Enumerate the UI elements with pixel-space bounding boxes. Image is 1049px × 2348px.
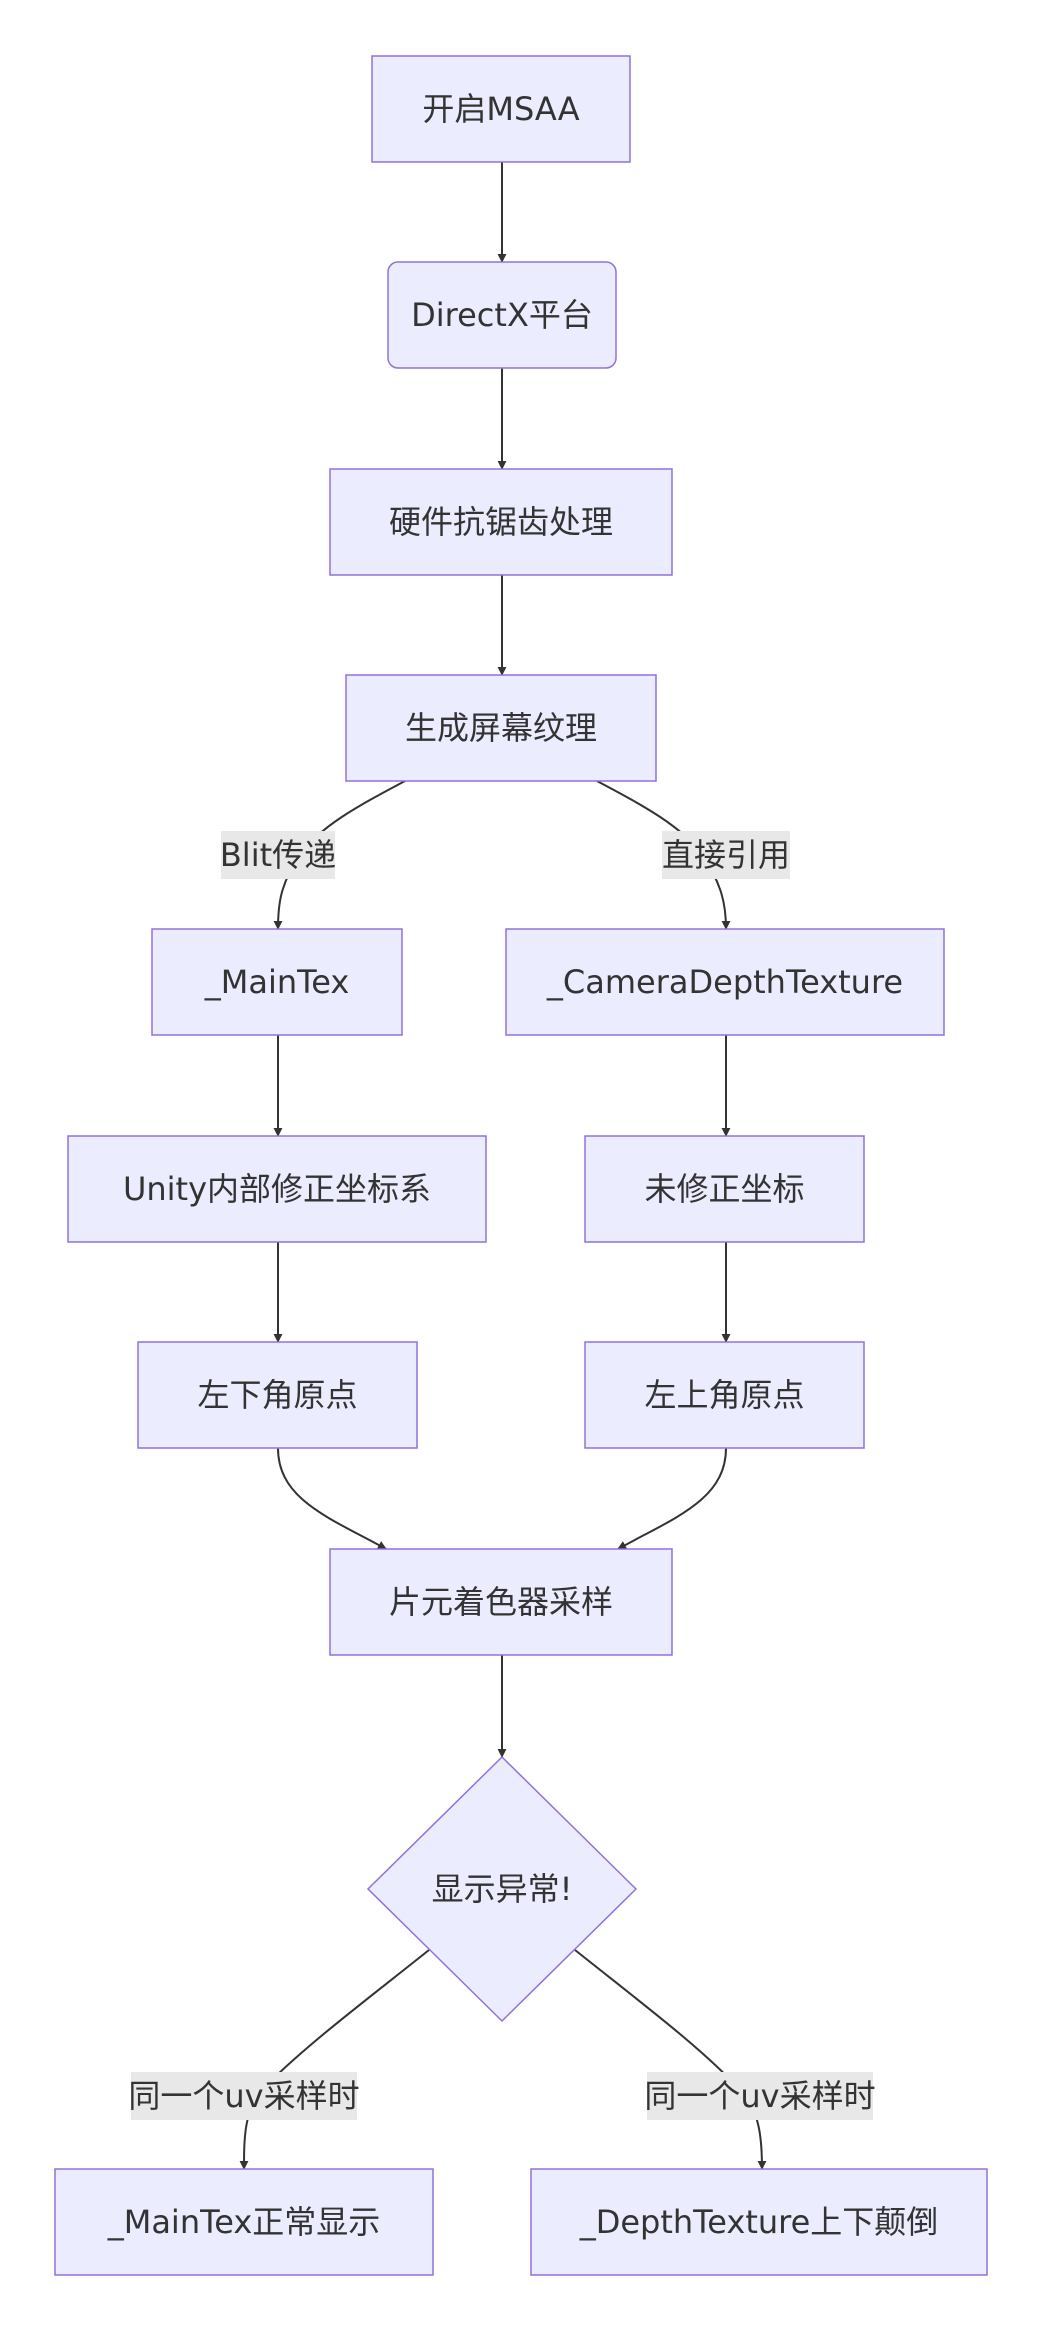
edge-label-text: 同一个uv采样时: [128, 2077, 359, 2115]
node-label: 左下角原点: [197, 1376, 357, 1414]
edge-label: Blit传递: [220, 831, 336, 879]
node-label: 未修正坐标: [644, 1170, 804, 1208]
process-box: [137, 1341, 418, 1449]
process-box: [54, 2168, 434, 2276]
edge-label-text: Blit传递: [220, 836, 336, 874]
node-label: _MainTex: [204, 963, 350, 1001]
node-label: DirectX平台: [411, 296, 593, 334]
process-box: [151, 928, 403, 1036]
process-box: [530, 2168, 988, 2276]
process-box: [371, 55, 631, 163]
node-hw-aa: 硬件抗锯齿处理: [329, 468, 673, 576]
edge-label: 直接引用: [662, 831, 790, 879]
node-top-left: 左上角原点: [584, 1341, 865, 1449]
node-label: 开启MSAA: [422, 90, 579, 128]
edge-bottom_left-to-frag_sample: [277, 1447, 387, 1550]
node-directx: DirectX平台: [387, 261, 617, 369]
node-label: 左上角原点: [644, 1376, 804, 1414]
node-bottom-left: 左下角原点: [137, 1341, 418, 1449]
edge-label-background: [221, 831, 335, 879]
process-box: [505, 928, 945, 1036]
node-maintex-ok: _MainTex正常显示: [54, 2168, 434, 2276]
node-label: _MainTex正常显示: [107, 2203, 381, 2241]
node-display-error: 显示异常!: [366, 1755, 638, 2023]
edge-label-text: 直接引用: [662, 836, 790, 874]
process-box: [584, 1341, 865, 1449]
edge-label: 同一个uv采样时: [644, 2072, 876, 2120]
node-frag-sample: 片元着色器采样: [329, 1548, 673, 1656]
process-box: [329, 1548, 673, 1656]
process-box: [345, 674, 657, 782]
edge-label-background: [131, 2072, 357, 2120]
node-label: 硬件抗锯齿处理: [389, 503, 613, 541]
node-screen-tex: 生成屏幕纹理: [345, 674, 657, 782]
edge-label-text: 同一个uv采样时: [644, 2077, 875, 2115]
node-camdepth: _CameraDepthTexture: [505, 928, 945, 1036]
node-label: 片元着色器采样: [389, 1583, 613, 1621]
edge-display_error-to-depth_flip: [574, 1949, 767, 2170]
edge-top_left-to-frag_sample: [617, 1447, 727, 1550]
node-label: 生成屏幕纹理: [405, 709, 597, 747]
process-box: [584, 1135, 865, 1243]
node-depth-flip: _DepthTexture上下颠倒: [530, 2168, 988, 2276]
node-label: Unity内部修正坐标系: [123, 1170, 431, 1208]
edge-label-background: [662, 831, 790, 879]
rounded-box: [387, 261, 617, 369]
process-box: [329, 468, 673, 576]
node-label: _CameraDepthTexture: [546, 963, 903, 1001]
edge-label: 同一个uv采样时: [128, 2072, 360, 2120]
node-label: _DepthTexture上下颠倒: [579, 2203, 939, 2241]
edge-label-background: [647, 2072, 873, 2120]
node-unity-fix: Unity内部修正坐标系: [67, 1135, 487, 1243]
node-no-fix: 未修正坐标: [584, 1135, 865, 1243]
node-maintex: _MainTex: [151, 928, 403, 1036]
edge-display_error-to-maintex_ok: [239, 1949, 430, 2170]
node-msaa: 开启MSAA: [371, 55, 631, 163]
node-label: 显示异常!: [432, 1870, 573, 1908]
process-box: [67, 1135, 487, 1243]
decision-diamond: [366, 1755, 638, 2023]
